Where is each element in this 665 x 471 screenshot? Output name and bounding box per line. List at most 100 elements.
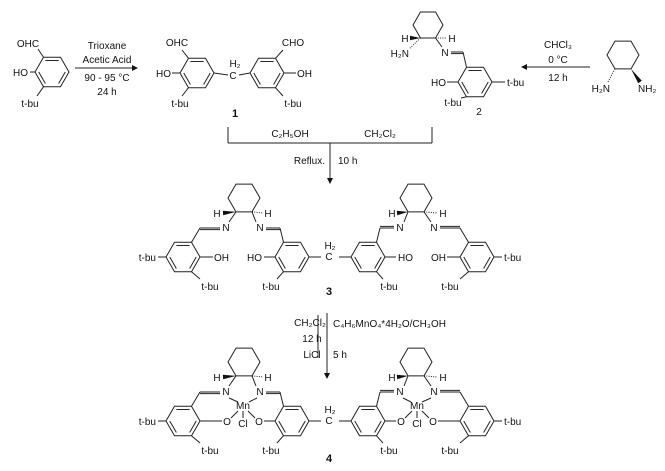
outer-phenol-ring (459, 241, 495, 273)
bond (403, 211, 409, 223)
ligand-cyclohexane (399, 183, 433, 213)
bond (36, 86, 44, 97)
aromatic-bond (183, 72, 191, 85)
aromatic-bond (273, 72, 281, 85)
aromatic-bond (354, 420, 362, 433)
aromatic-bond (463, 256, 471, 269)
step3-condition: 10 h (338, 156, 357, 167)
atom-label: C (325, 416, 332, 427)
atom-label: H (401, 34, 408, 45)
wedge-bond (222, 210, 236, 216)
step3-solvent: CH₂Cl₂ (364, 129, 396, 140)
atom-label: t-bu (507, 78, 524, 89)
step2-reagent: 0 °C (548, 55, 568, 66)
bond (251, 375, 257, 387)
bond (404, 410, 413, 419)
bond (251, 211, 257, 223)
step4-reagent: LiCl (303, 350, 320, 361)
atom-label: HO (13, 68, 28, 79)
compound-1-label: 1 (232, 108, 238, 120)
step3-condition: Reflux. (294, 156, 325, 167)
atom-label: HO (431, 78, 446, 89)
atom-label: C (229, 71, 236, 82)
aromatic-bond (481, 81, 489, 94)
diaminocyclohexane-ring (606, 40, 640, 70)
step1-reagent: 24 h (97, 87, 116, 98)
wedge-bond (396, 374, 408, 380)
step1-reagent: 90 - 95 °C (84, 73, 129, 84)
atom-label: H₂N (391, 49, 409, 60)
bond (248, 397, 258, 403)
hashed-bond (251, 375, 264, 378)
atom-label: OHC (17, 39, 39, 50)
atom-label: OHC (166, 38, 188, 49)
starting-material-ring (34, 56, 70, 88)
outer-phenol-ring (459, 405, 495, 437)
bond (376, 227, 381, 243)
atom-label: N (441, 48, 448, 59)
wedge-bond (396, 210, 408, 216)
atom-label: H₂ (324, 405, 335, 416)
compound-2-label: 2 (476, 107, 482, 118)
bond (213, 72, 229, 76)
bond (376, 435, 384, 444)
compound2-benzene (457, 66, 493, 98)
complex-cyclohexane (227, 347, 261, 377)
atom-label: Mn (410, 401, 424, 412)
bond (275, 87, 284, 97)
bond (276, 271, 284, 280)
inner-phenol-ring (350, 405, 386, 437)
atom-label: O (223, 417, 231, 428)
aromatic-bond (374, 420, 382, 433)
atom-label: H₂ (229, 59, 240, 70)
atom-label: O (255, 417, 263, 428)
t-bu-label: t-bu (21, 99, 38, 110)
bond (276, 435, 284, 444)
bond (402, 397, 412, 403)
hashed-bond (423, 211, 438, 214)
aromatic-bond (298, 256, 306, 269)
atom-label: H (388, 209, 395, 220)
atom-label: H (448, 34, 455, 45)
atom-label: O (429, 417, 437, 428)
bond (228, 375, 237, 387)
atom-label: H₂N (592, 84, 610, 95)
bond (460, 96, 467, 99)
atom-label: t-bu (139, 417, 156, 428)
aromatic-bond (298, 420, 306, 433)
bond (275, 49, 284, 59)
atom-label: t-bu (441, 282, 458, 293)
wedge-bond (222, 374, 236, 380)
wedge-bond (631, 68, 642, 84)
bond (403, 375, 409, 387)
atom-label: N (396, 223, 403, 234)
bond (435, 37, 443, 48)
bond (462, 51, 467, 68)
aromatic-bond (169, 420, 177, 433)
hashed-bond (607, 68, 616, 83)
bond (421, 397, 432, 403)
step2-reagent: 12 h (548, 73, 567, 84)
bond (191, 227, 201, 243)
aromatic-bond (374, 256, 382, 269)
step4-reagent: 12 h (302, 334, 321, 345)
aromatic-bond (253, 72, 261, 85)
atom-label: H (213, 373, 220, 384)
compound-3-label: 3 (326, 286, 332, 298)
aromatic-bond (169, 256, 177, 269)
atom-label: OH (431, 253, 446, 264)
outer-phenol-ring (165, 241, 201, 273)
compound-4-label: 4 (326, 453, 333, 465)
atom-label: NH₂ (638, 84, 656, 95)
step4-reagent: CH₂Cl₂ (294, 318, 326, 329)
hashed-bond (423, 375, 438, 378)
bond (421, 410, 430, 419)
atom-label: t-bu (201, 282, 218, 293)
atom-label: N (430, 387, 437, 398)
atom-label: H (388, 373, 395, 384)
step3-solvent: C₂H₅OH (271, 129, 308, 140)
inner-phenol-ring (350, 241, 386, 273)
bond (228, 211, 237, 223)
aromatic-bond (278, 256, 286, 269)
atom-label: N (256, 387, 263, 398)
